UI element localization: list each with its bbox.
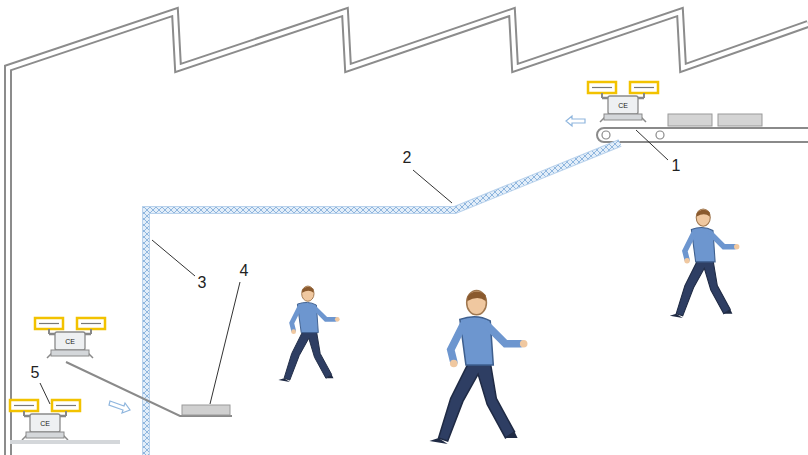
drawing-part (413, 170, 452, 203)
release-ramp (10, 362, 232, 444)
drone (588, 82, 658, 122)
ce-mark: CE (618, 102, 628, 109)
drawing-part (182, 405, 230, 415)
person (670, 209, 740, 318)
ce-mark: CE (40, 420, 50, 427)
drawing-part (10, 440, 120, 444)
person (278, 286, 339, 382)
drawing-part (40, 383, 50, 404)
callout-number: 3 (198, 275, 207, 291)
drawing-part (8, 12, 808, 455)
drone (10, 400, 80, 440)
leader-line (40, 130, 668, 404)
drawing-part (602, 131, 610, 139)
drawing-part (152, 240, 195, 276)
flow-arrow (109, 116, 585, 413)
callout-number: 2 (403, 150, 412, 166)
drawing-part (656, 131, 664, 139)
callout-number: 5 (31, 365, 40, 381)
building-outline (8, 12, 808, 455)
drawing-part (718, 114, 762, 126)
drawing-part (668, 114, 712, 126)
drawing-part (109, 401, 130, 413)
drawing-part (566, 116, 585, 126)
ce-mark: CE (65, 338, 75, 345)
drawing-part (146, 143, 620, 455)
person (429, 290, 527, 444)
drawing-part (604, 128, 808, 142)
callout-number: 4 (240, 263, 249, 279)
drone (35, 318, 105, 358)
drawing-part (636, 130, 668, 160)
drawing-part (146, 143, 620, 455)
callout-number: 1 (672, 158, 681, 174)
drawing-part (66, 362, 232, 416)
drawing-part (210, 282, 240, 404)
drawing-part (597, 128, 604, 142)
delivery-chute (146, 143, 620, 455)
drawing-part (8, 12, 808, 455)
